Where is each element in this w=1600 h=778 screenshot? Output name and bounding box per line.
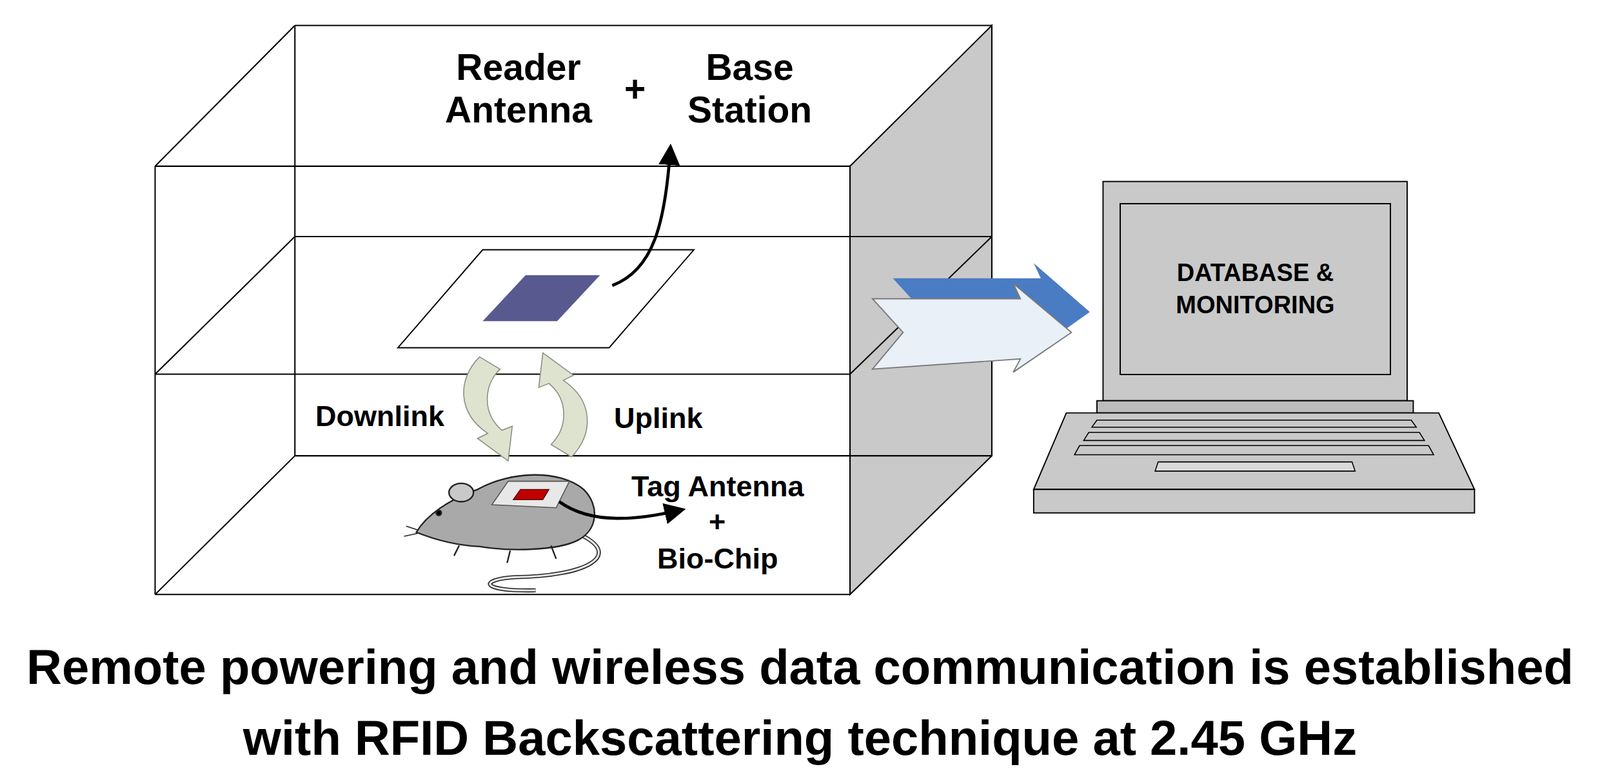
reader-plate	[397, 250, 694, 349]
plus-sign: +	[708, 505, 726, 540]
leader-arrow	[612, 147, 671, 286]
bio-chip	[513, 489, 549, 500]
screen-box: DATABASE & MONITORING	[1119, 203, 1392, 376]
transfer-arrow	[872, 283, 1072, 373]
plus-sign: +	[624, 68, 646, 111]
mouse	[404, 475, 600, 591]
uplink-label: Uplink	[613, 401, 703, 436]
laptop	[1033, 181, 1475, 514]
tag-antenna	[492, 481, 570, 509]
tag-label: Tag Antenna	[631, 470, 805, 504]
reader-label: Reader Antenna	[444, 46, 593, 131]
base-station-label: Base Station	[687, 46, 812, 131]
reader-antenna	[482, 275, 600, 322]
downlink-label: Downlink	[315, 399, 445, 434]
caption: Remote powering and wireless data commun…	[6, 632, 1594, 774]
bio-chip-label: Bio-Chip	[657, 542, 778, 576]
screen-text: DATABASE & MONITORING	[1175, 257, 1335, 322]
leader-arrow	[559, 501, 682, 519]
link-arrows	[463, 352, 588, 462]
cage	[155, 25, 992, 596]
